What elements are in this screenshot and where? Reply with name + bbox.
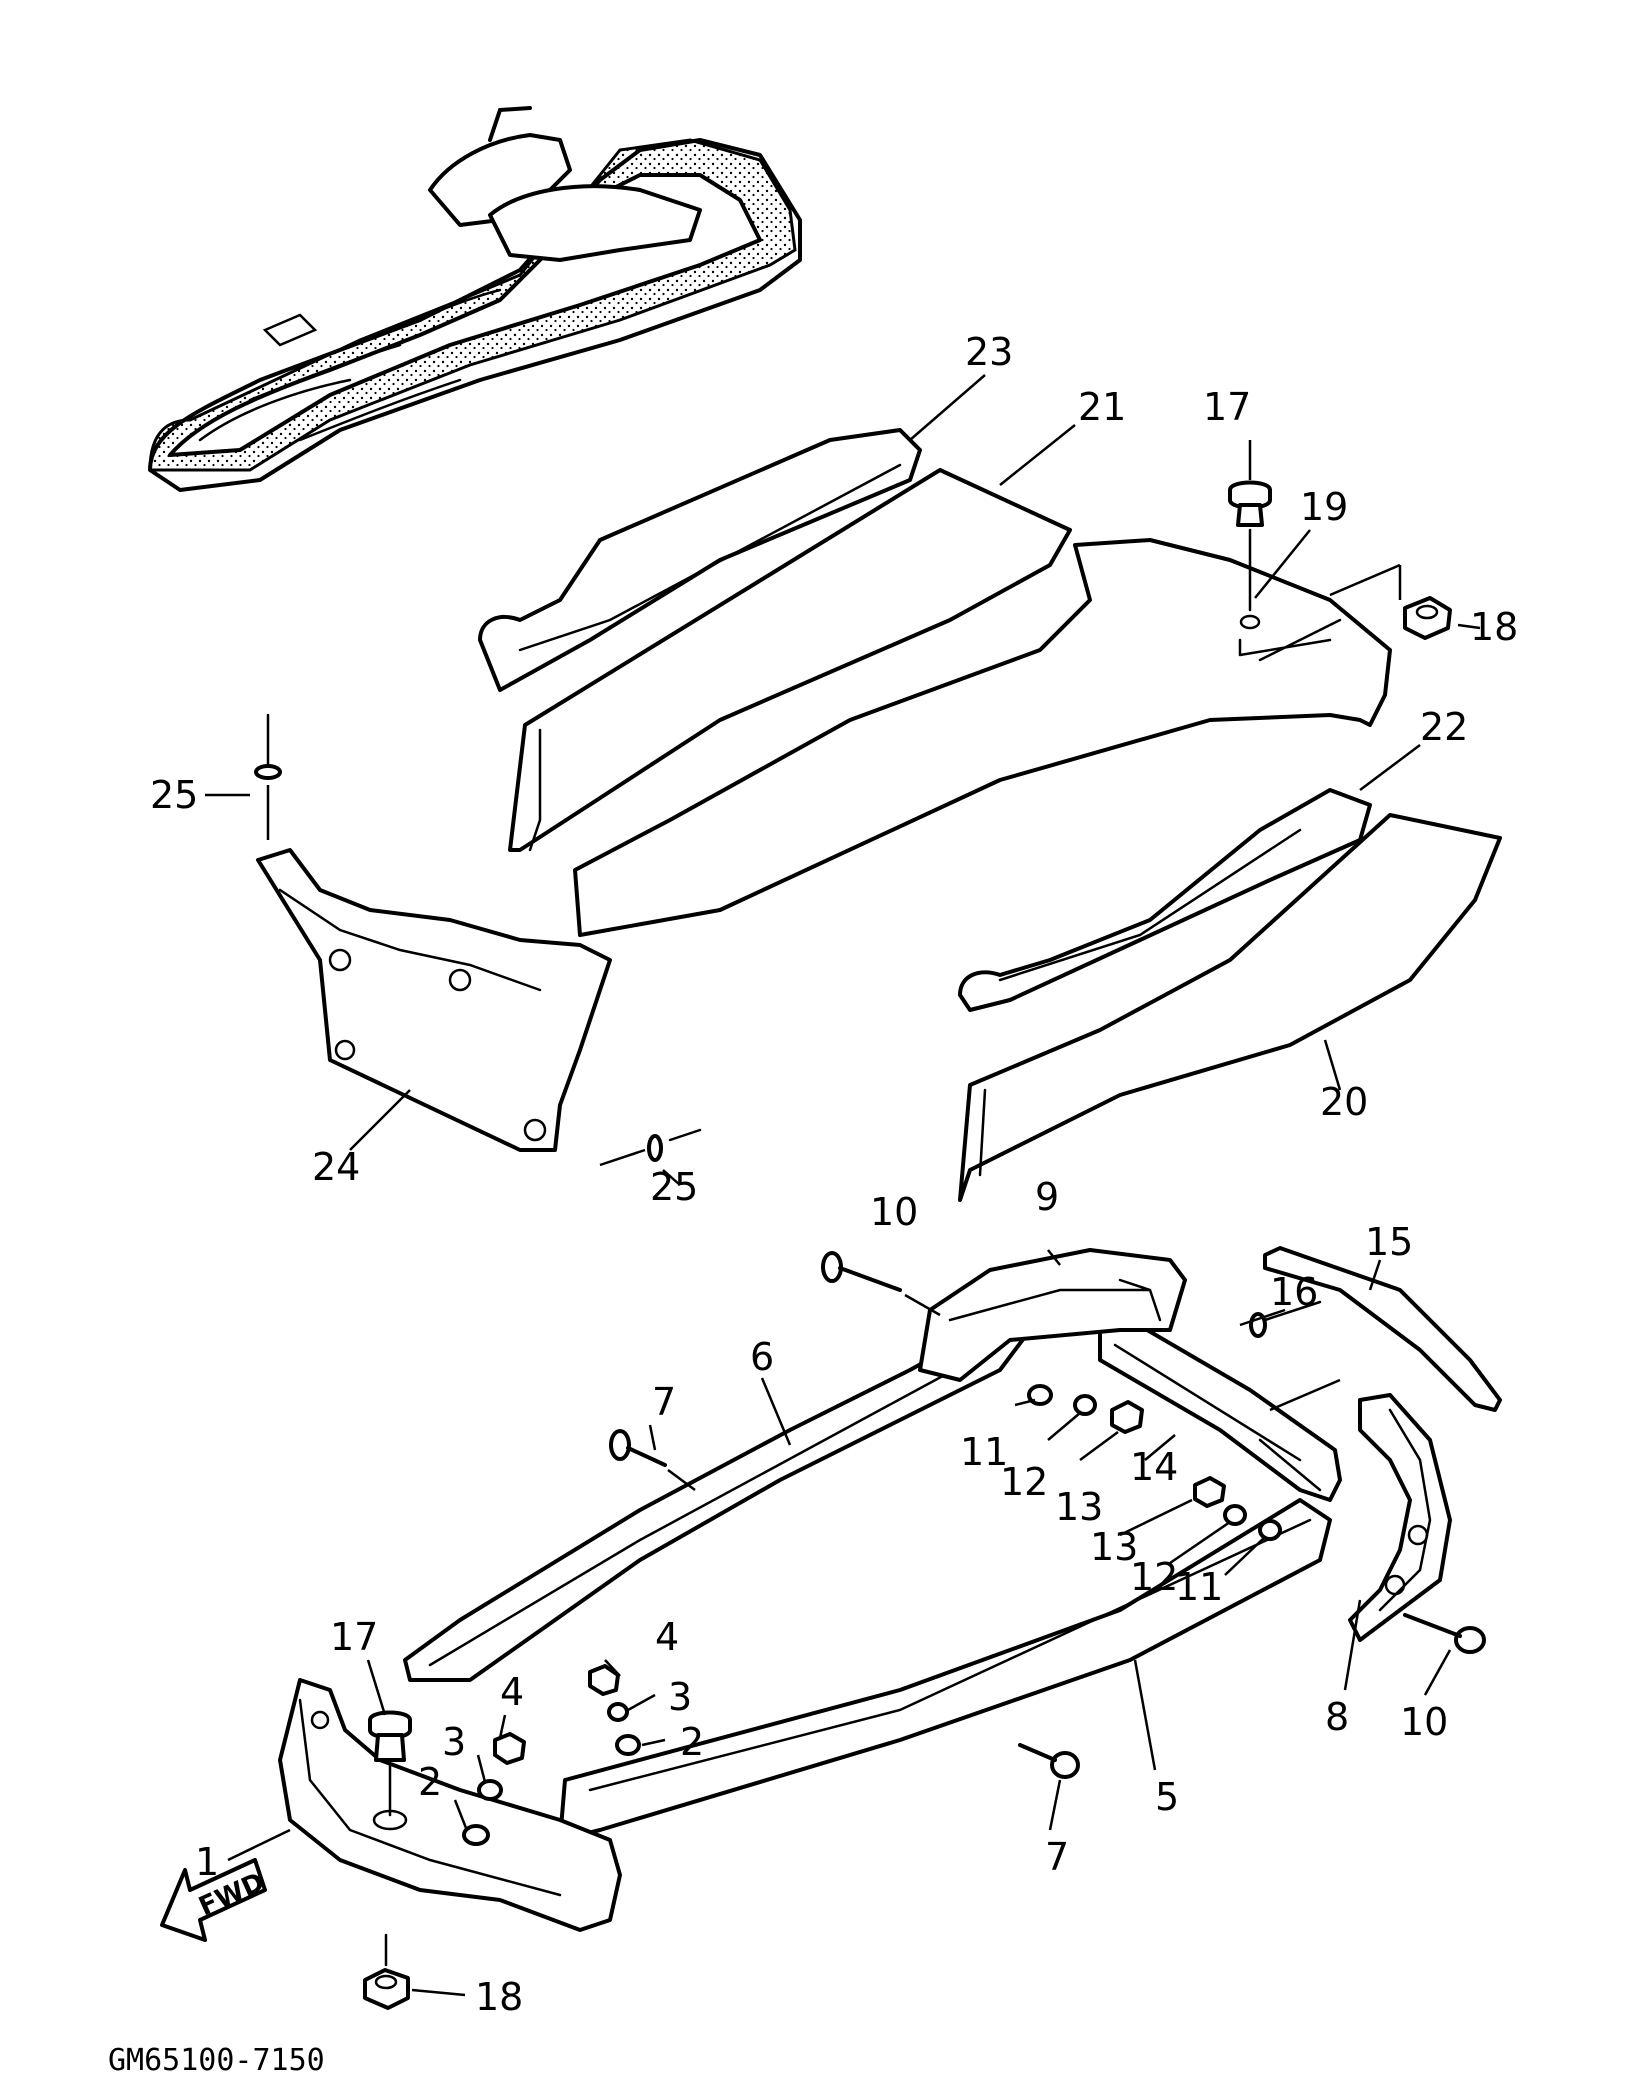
- callout-19: 19: [1300, 485, 1348, 529]
- part-6-rail: [403, 1318, 1032, 1682]
- callout-7-bottom: 7: [1045, 1835, 1069, 1879]
- part-7-bolt-top: [609, 1429, 696, 1492]
- watercraft-overview-illustration: [148, 106, 802, 492]
- part-19-mat: [573, 538, 1392, 937]
- callout-16: 16: [1270, 1270, 1318, 1314]
- part-7-bolt-bottom: [1018, 1743, 1080, 1779]
- part-1-bumper: [278, 1678, 622, 1932]
- callout-2-right: 2: [680, 1720, 704, 1764]
- part-18-nut-bottom: [363, 1933, 410, 2010]
- callout-7-top: 7: [652, 1380, 676, 1424]
- diagram-code: GM65100-7150: [108, 2043, 325, 2078]
- part-25-rivet-top: [254, 713, 282, 840]
- callout-2-left: 2: [418, 1760, 442, 1804]
- part-20-mat: [958, 813, 1502, 1202]
- leader-lines: [205, 374, 1481, 1997]
- callout-11-left: 11: [960, 1430, 1008, 1474]
- callout-13-left: 13: [1055, 1485, 1103, 1529]
- callout-24: 24: [312, 1145, 360, 1189]
- part-24-bracket: [256, 848, 612, 1152]
- callout-15: 15: [1365, 1220, 1413, 1264]
- callout-8: 8: [1325, 1695, 1349, 1739]
- part-17-grommet-bottom: [368, 1710, 412, 1831]
- callout-22: 22: [1420, 705, 1468, 749]
- callout-1: 1: [195, 1840, 219, 1884]
- callout-17-bottom: 17: [330, 1615, 378, 1659]
- callout-4-right: 4: [655, 1615, 679, 1659]
- callout-20: 20: [1320, 1080, 1368, 1124]
- callout-17-top: 17: [1203, 385, 1251, 429]
- part-5-rail: [558, 1498, 1332, 1842]
- callout-18-top: 18: [1470, 605, 1518, 649]
- callout-10-bottom: 10: [1400, 1700, 1448, 1744]
- callout-18-bottom: 18: [475, 1975, 523, 2019]
- callout-13-right: 13: [1090, 1525, 1138, 1569]
- callout-12-right: 12: [1130, 1555, 1178, 1599]
- part-18-nut-top: [1403, 596, 1452, 640]
- part-10-bolt-top: [821, 1251, 941, 1317]
- part-9-bracket: [918, 1248, 1187, 1382]
- part-25-rivet-right: [599, 1128, 702, 1167]
- callout-25-right: 25: [650, 1165, 698, 1209]
- part-8-bracket: [1348, 1393, 1452, 1642]
- part-10-bolt-right: [1403, 1613, 1486, 1654]
- callout-21: 21: [1078, 385, 1126, 429]
- callout-23: 23: [965, 330, 1013, 374]
- callout-3-left: 3: [442, 1720, 466, 1764]
- part-17-grommet-top: [1228, 480, 1272, 630]
- callout-12-left: 12: [1000, 1460, 1048, 1504]
- callout-labels: 23 21 17 19 18 22 20 25 24 25 10 9 15 16…: [150, 330, 1518, 2019]
- part-15-strip: [1263, 1246, 1502, 1412]
- callout-4-left: 4: [500, 1670, 524, 1714]
- callout-25-top: 25: [150, 773, 198, 817]
- washers-and-nuts-left: [462, 1664, 641, 1846]
- callout-10-top: 10: [870, 1190, 918, 1234]
- part-21-mat: [508, 468, 1072, 852]
- callout-5: 5: [1155, 1775, 1179, 1819]
- washers-and-nuts-right: [1027, 1384, 1282, 1541]
- callout-6: 6: [750, 1335, 774, 1379]
- part-22-mat: [958, 788, 1372, 1012]
- callout-3-right: 3: [668, 1675, 692, 1719]
- callout-11-right: 11: [1175, 1565, 1223, 1609]
- part-23-mat: [478, 428, 922, 692]
- callout-9: 9: [1035, 1175, 1059, 1219]
- callout-14: 14: [1130, 1445, 1178, 1489]
